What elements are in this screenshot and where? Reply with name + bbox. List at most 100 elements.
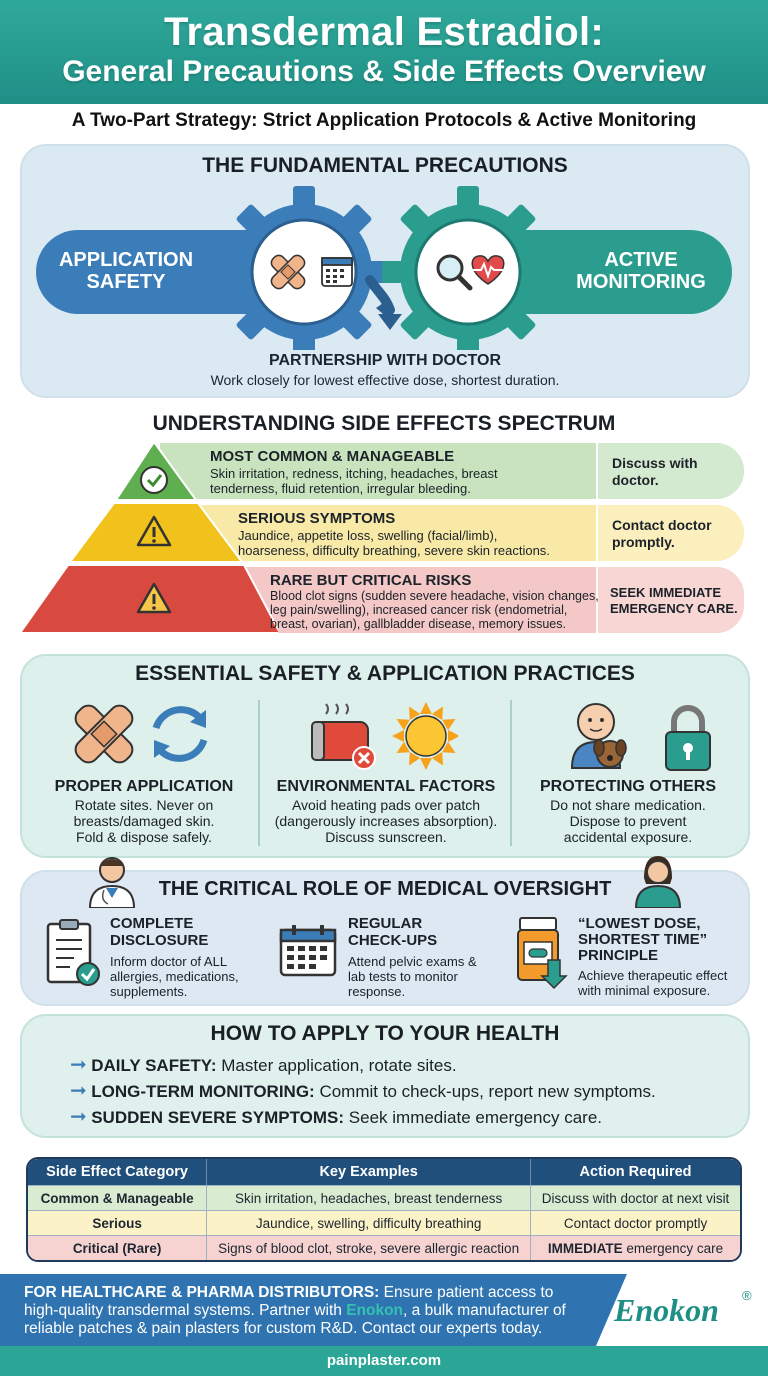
table-row: Serious Jaundice, swelling, difficulty b… — [28, 1210, 740, 1235]
environmental-factors-title: ENVIRONMENTAL FACTORS — [276, 778, 496, 795]
dog-icon — [593, 739, 627, 768]
protect-icons — [570, 703, 711, 771]
protecting-others-title: PROTECTING OTHERS — [539, 778, 716, 795]
apply-title: HOW TO APPLY TO YOUR HEALTH — [210, 1022, 560, 1045]
apply-item-monitoring: ➞ LONG-TERM MONITORING: Commit to check-… — [70, 1078, 656, 1103]
protecting-others-l3: accidental exposure. — [563, 829, 693, 845]
tier-critical-line1: Blood clot signs (sudden severe headache… — [270, 589, 599, 603]
tier-serious-line1: Jaundice, appetite loss, swelling (facia… — [238, 528, 498, 543]
checkups-l3: response. — [348, 984, 406, 999]
tier-critical-line3: breast, ovarian), gallbladder disease, m… — [270, 617, 566, 631]
table-header-category: Side Effect Category — [28, 1159, 208, 1185]
header-banner: Transdermal Estradiol: General Precautio… — [0, 0, 768, 104]
environmental-factors-l1: Avoid heating pads over patch — [291, 797, 481, 813]
proper-application-title: PROPER APPLICATION — [54, 778, 234, 795]
footer-text4: reliable patches & pain plasters for cus… — [24, 1320, 543, 1337]
blue-gear-icon — [218, 186, 390, 350]
apply-item-daily-text: Master application, rotate sites. — [216, 1056, 457, 1075]
application-safety-line2: SAFETY — [86, 271, 166, 293]
apply-panel — [20, 1014, 750, 1138]
table-cell: Common & Manageable — [28, 1185, 208, 1210]
table-cell: Critical (Rare) — [28, 1235, 208, 1260]
checkups-l1: Attend pelvic exams & — [348, 954, 477, 969]
nurse-icon — [634, 856, 682, 908]
precautions-title: THE FUNDAMENTAL PRECAUTIONS — [202, 154, 568, 177]
registered-mark: ® — [742, 1288, 752, 1303]
table-row: Critical (Rare) Signs of blood clot, str… — [28, 1235, 740, 1260]
checkmark-icon — [140, 466, 168, 494]
table-header-action: Action Required — [531, 1159, 740, 1185]
proper-application-l3: Fold & dispose safely. — [76, 829, 212, 845]
apply-item-sudden-label: SUDDEN SEVERE SYMPTOMS: — [91, 1108, 345, 1127]
tier-common-action2: doctor. — [612, 472, 659, 488]
apply-item-monitoring-label: LONG-TERM MONITORING: — [91, 1082, 315, 1101]
tier-serious-action1: Contact doctor — [612, 517, 712, 533]
environmental-factors-l2: (dangerously increases absorption). — [274, 813, 498, 829]
tier-critical-action1: SEEK IMMEDIATE — [610, 585, 721, 600]
active-monitoring-line1: ACTIVE — [604, 249, 678, 271]
clipboard-icon — [46, 919, 100, 986]
principle-title-3: PRINCIPLE — [578, 947, 659, 964]
apply-item-daily-label: DAILY SAFETY: — [91, 1056, 217, 1075]
warning-icon — [136, 515, 172, 547]
application-safety-line1: APPLICATION — [58, 249, 194, 271]
disclosure-l3: supplements. — [110, 984, 188, 999]
apply-item-sudden-text: Seek immediate emergency care. — [344, 1108, 603, 1127]
heartbeat-icon — [471, 255, 505, 285]
bandage-cross-icon — [74, 704, 134, 764]
proper-application-l1: Rotate sites. Never on — [74, 797, 214, 813]
footer-brand-link[interactable]: Enokon — [346, 1302, 404, 1319]
arrow-right-icon: ➞ — [70, 1080, 87, 1102]
website-url[interactable]: painplaster.com — [0, 1346, 768, 1376]
spectrum-title: UNDERSTANDING SIDE EFFECTS SPECTRUM — [152, 412, 616, 435]
padlock-icon — [665, 705, 711, 771]
tier-serious-action2: promptly. — [612, 534, 675, 550]
rotate-sites-icon — [152, 706, 208, 762]
footer-text2: high-quality transdermal systems. Partne… — [24, 1302, 347, 1319]
partnership-text: Work closely for lowest effective dose, … — [210, 372, 560, 388]
pyramid-tier-serious — [68, 502, 244, 563]
teal-gear-icon — [382, 186, 554, 350]
pill-bottle-icon — [517, 917, 568, 990]
table-cell: Discuss with doctor at next visit — [531, 1185, 740, 1210]
checkups-title-1: REGULAR — [348, 915, 423, 932]
practices-panel — [20, 654, 750, 858]
tier-critical-line2: leg pain/swelling), increased cancer ris… — [270, 603, 568, 617]
table-cell: Jaundice, swelling, difficulty breathing — [207, 1210, 532, 1235]
sun-icon — [392, 702, 458, 770]
logo-box — [596, 1274, 768, 1346]
table-cell: Signs of blood clot, stroke, severe alle… — [207, 1235, 532, 1260]
checkups-title-2: CHECK-UPS — [348, 932, 438, 949]
oversight-panel — [20, 870, 750, 1006]
footer-text1: Ensure patient access to — [379, 1284, 554, 1301]
footer-text: FOR HEALTHCARE & PHARMA DISTRIBUTORS: En… — [24, 1284, 584, 1338]
application-icons — [74, 704, 208, 764]
table-cell: Skin irritation, headaches, breast tende… — [207, 1185, 532, 1210]
enokon-logo[interactable]: Enokon — [614, 1292, 719, 1328]
proper-application-l2: breasts/damaged skin. — [73, 813, 215, 829]
disclosure-l2: allergies, medications, — [110, 969, 239, 984]
partnership-title: PARTNERSHIP WITH DOCTOR — [268, 352, 501, 369]
danger-warning-icon — [136, 582, 172, 614]
active-monitoring-line2: MONITORING — [576, 271, 706, 293]
arrow-right-icon: ➞ — [70, 1106, 87, 1128]
table-cell: Serious — [28, 1210, 208, 1235]
principle-title-2: SHORTEST TIME” — [578, 931, 708, 948]
practices-divider-1 — [258, 700, 260, 846]
calendar-icon — [321, 257, 353, 287]
arrow-down-icon — [365, 275, 402, 330]
oversight-title: THE CRITICAL ROLE OF MEDICAL OVERSIGHT — [158, 878, 612, 900]
magnifier-icon — [436, 254, 473, 291]
table-header-row: Side Effect Category Key Examples Action… — [28, 1159, 740, 1185]
table-cell-rest: emergency care — [622, 1240, 724, 1256]
tier-serious-line2: hoarseness, difficulty breathing, severe… — [238, 543, 550, 558]
apply-item-monitoring-text: Commit to check-ups, report new symptoms… — [314, 1082, 656, 1101]
environment-icons — [311, 702, 458, 770]
protecting-others-l1: Do not share medication. — [550, 797, 706, 813]
disclosure-l1: Inform doctor of ALL — [110, 954, 228, 969]
page-subtitle: General Precautions & Side Effects Overv… — [62, 55, 706, 88]
checkups-l2: lab tests to monitor — [348, 969, 458, 984]
strategy-subtitle: A Two-Part Strategy: Strict Application … — [71, 110, 697, 131]
tier-serious-action-box — [596, 505, 744, 561]
heating-pad-icon — [311, 703, 376, 770]
